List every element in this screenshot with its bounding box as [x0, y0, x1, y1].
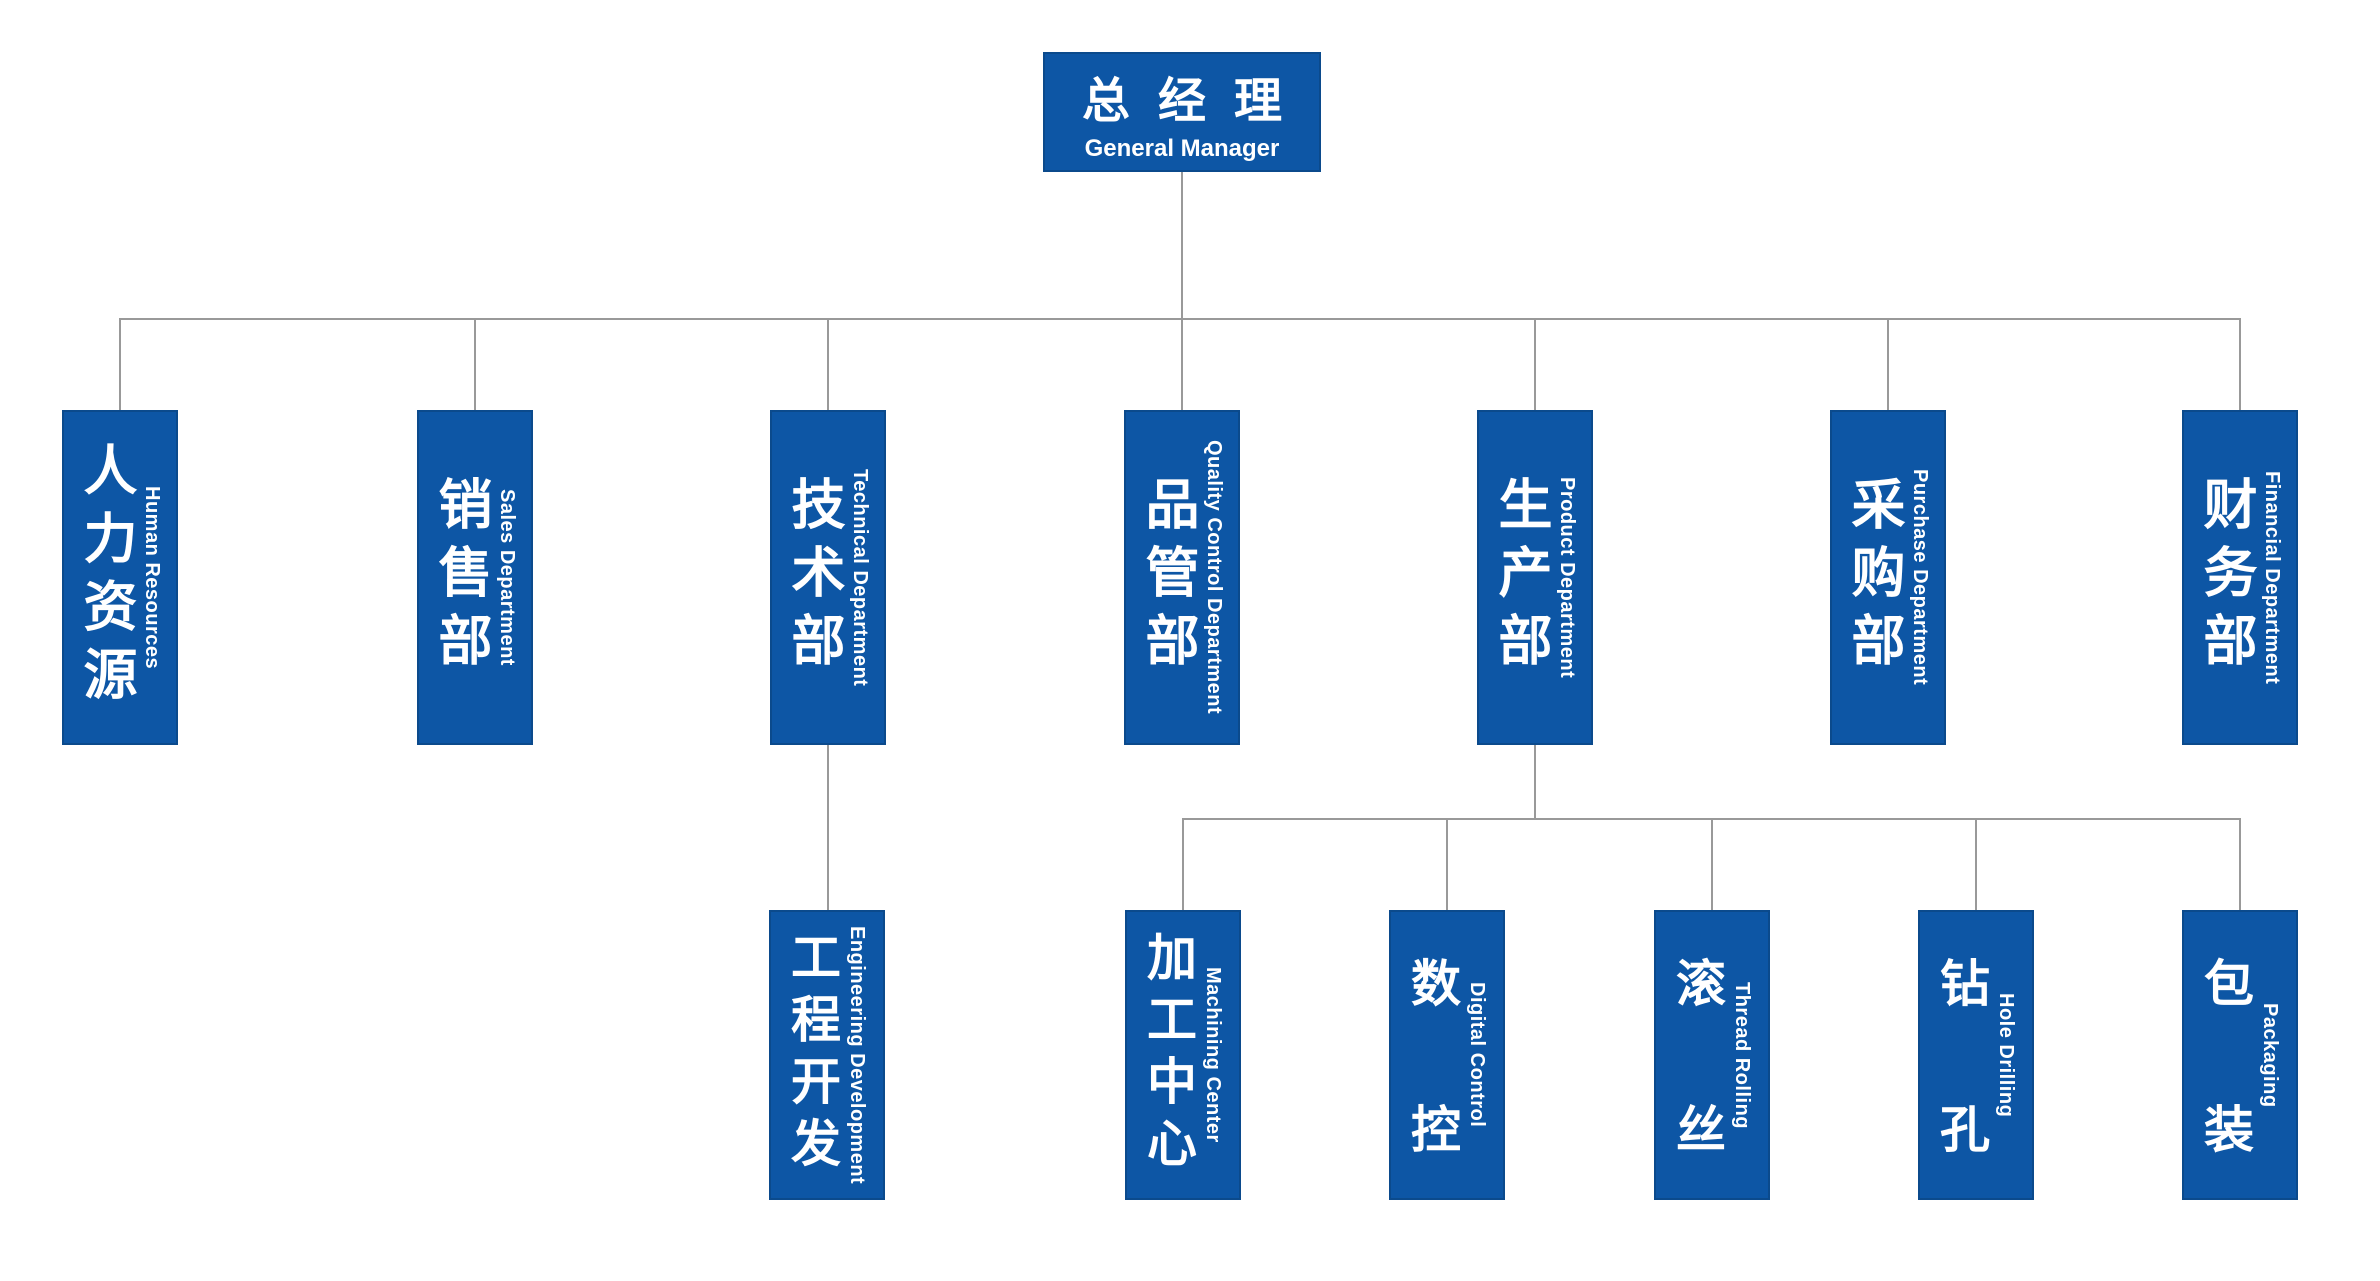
connector-drop-product: [1534, 318, 1536, 410]
section-box-thread-rolling: 滚丝 Thread Rolling: [1654, 910, 1770, 1249]
connector-drop-purchase: [1887, 318, 1889, 410]
dept-zh-label: 技术部: [783, 475, 843, 680]
dept-en-label: Human Resources: [141, 485, 163, 670]
connector-level2-horizontal: [119, 318, 2241, 320]
section-box-engineering-development: 工程开发 Engineering Development: [769, 910, 885, 1200]
root-zh-label: 总经理: [1081, 75, 1310, 128]
connector-drop-technical: [827, 318, 829, 410]
connector-drop-human-resources: [119, 318, 121, 410]
dept-en-label: Purchase Department: [1909, 469, 1931, 686]
section-zh-label: 数控: [1404, 957, 1460, 1249]
section-box-machining-center: 加工中心 Machining Center: [1125, 910, 1241, 1200]
connector-drop-digital-control: [1446, 818, 1448, 910]
connector-drop-quality-control: [1181, 318, 1183, 410]
dept-en-label: Technical Department: [849, 468, 871, 687]
dept-zh-label: 生产部: [1490, 475, 1550, 680]
dept-en-label: Quality Control Department: [1203, 440, 1225, 715]
dept-en-label: Sales Department: [496, 489, 518, 666]
dept-box-product: 生产部 Product Department: [1477, 410, 1593, 745]
dept-box-human-resources: 人力资源 Human Resources: [62, 410, 178, 745]
section-en-label: Thread Rolling: [1731, 981, 1753, 1129]
dept-box-sales: 销售部 Sales Department: [417, 410, 533, 745]
section-en-label: Engineering Development: [846, 925, 868, 1185]
section-box-packaging: 包装 Packaging: [2182, 910, 2298, 1249]
dept-box-financial: 财务部 Financial Department: [2182, 410, 2298, 745]
connector-drop-hole-drilling: [1975, 818, 1977, 910]
connector-technical-to-engineering: [827, 745, 829, 910]
connector-drop-machining-center: [1182, 818, 1184, 910]
dept-zh-label: 财务部: [2195, 475, 2255, 680]
section-zh-label: 加工中心: [1140, 931, 1196, 1179]
connector-product-drop: [1534, 745, 1536, 819]
section-box-hole-drilling: 钻孔 Hole Drilling: [1918, 910, 2034, 1249]
section-en-label: Machining Center: [1202, 967, 1224, 1143]
dept-zh-label: 品管部: [1137, 475, 1197, 680]
connector-drop-packaging: [2239, 818, 2241, 910]
section-zh-label: 包装: [2197, 957, 2253, 1249]
section-zh-label: 钻孔: [1933, 957, 1989, 1249]
dept-zh-label: 人力资源: [75, 441, 135, 714]
dept-box-purchase: 采购部 Purchase Department: [1830, 410, 1946, 745]
root-box-general-manager: 总经理 General Manager: [1043, 52, 1321, 172]
connector-root-drop: [1181, 172, 1183, 319]
connector-drop-sales: [474, 318, 476, 410]
dept-en-label: Financial Department: [2261, 470, 2283, 685]
dept-zh-label: 销售部: [430, 475, 490, 680]
section-zh-label: 工程开发: [784, 931, 840, 1179]
section-zh-label: 滚丝: [1669, 957, 1725, 1249]
section-en-label: Packaging: [2259, 1002, 2281, 1108]
dept-zh-label: 采购部: [1843, 475, 1903, 680]
root-en-label: General Manager: [1084, 135, 1280, 162]
connector-drop-financial: [2239, 318, 2241, 410]
dept-en-label: Product Department: [1556, 476, 1578, 679]
section-box-digital-control: 数控 Digital Control: [1389, 910, 1505, 1249]
connector-drop-thread-rolling: [1711, 818, 1713, 910]
section-en-label: Digital Control: [1466, 982, 1488, 1128]
dept-box-quality-control: 品管部 Quality Control Department: [1124, 410, 1240, 745]
dept-box-technical: 技术部 Technical Department: [770, 410, 886, 745]
section-en-label: Hole Drilling: [1995, 992, 2017, 1118]
